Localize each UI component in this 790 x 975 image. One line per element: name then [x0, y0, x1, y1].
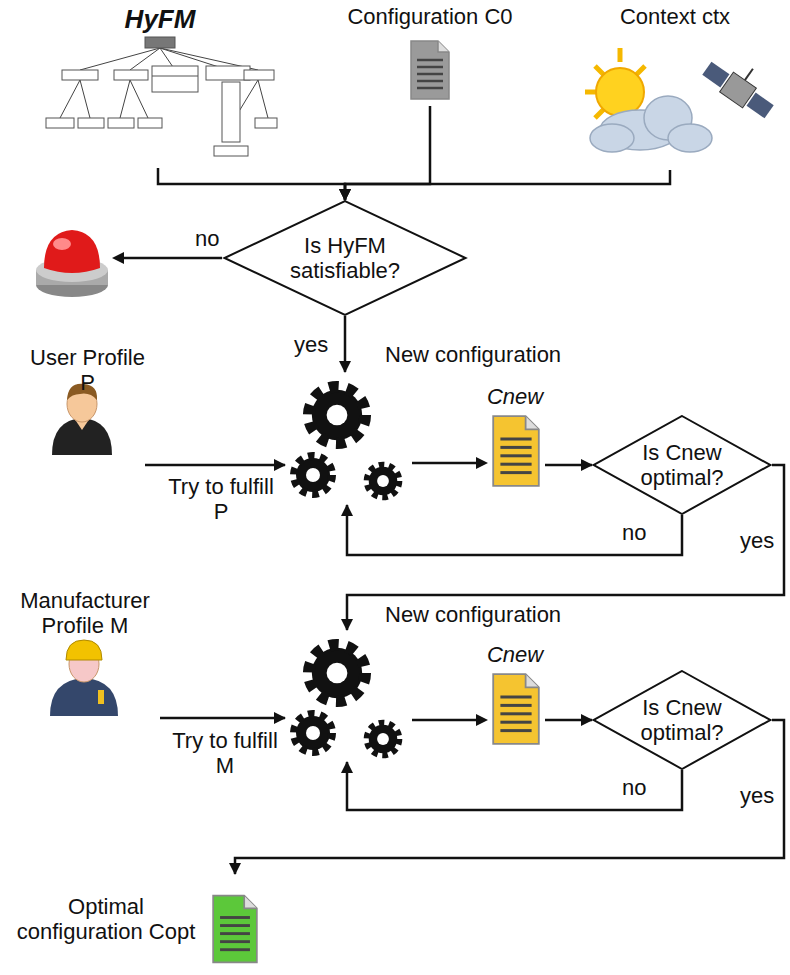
- node-text: New configuration: [385, 602, 561, 627]
- document-icon: [411, 41, 449, 99]
- flow-arrow: [347, 505, 682, 555]
- node-text: Configuration C0: [320, 4, 540, 29]
- flow-arrow: [158, 168, 345, 200]
- node-text: HyFM: [30, 4, 290, 34]
- edge-label: Try to fulfill P: [163, 474, 279, 524]
- node-text: Optimal configuration Copt: [5, 894, 207, 944]
- node-text: User Profile P: [30, 345, 145, 395]
- edge-label: no: [620, 775, 648, 800]
- node-text: Is HyFM satisfiable?: [280, 233, 410, 283]
- document-icon: [493, 674, 539, 744]
- decision-diamond: Is HyFM satisfiable?: [222, 200, 468, 316]
- feature-model-tree: [46, 37, 277, 156]
- flow-arrow: [145, 464, 285, 467]
- branch-label: no: [193, 226, 221, 251]
- flow-arrow: [344, 316, 347, 372]
- node-text: Manufacturer Profile M: [10, 588, 160, 638]
- edge-label: Try to fulfill M: [165, 728, 285, 778]
- node-text: New configuration: [385, 342, 561, 367]
- stop-arrow: [112, 252, 222, 264]
- arrow: [412, 462, 478, 465]
- manufacturer-icon: [50, 640, 118, 716]
- node-text: Cnew: [485, 642, 545, 667]
- arrow: [412, 719, 478, 722]
- document-icon: [213, 896, 257, 963]
- flow-arrow: [347, 762, 682, 810]
- decision-diamond: Is Cnew optimal?: [592, 670, 772, 770]
- result-box: Optimal configuration Copt: [5, 874, 263, 972]
- actor-box: Manufacturer Profile M: [10, 588, 160, 723]
- actor-box: User Profile P: [30, 345, 145, 470]
- process-box: New configurationCnew: [285, 372, 545, 505]
- gear: [294, 456, 332, 494]
- flow-arrow: [545, 464, 592, 467]
- flow-arrow: [345, 106, 430, 200]
- document-icon: [493, 416, 539, 486]
- document-box: Configuration C0: [320, 4, 540, 106]
- edge-label: no: [620, 520, 648, 545]
- node-text: Cnew: [485, 384, 545, 409]
- gear: [309, 387, 365, 443]
- illustration-box: HyFM: [30, 4, 290, 168]
- gear: [309, 645, 365, 701]
- flow-arrow: [545, 719, 592, 722]
- edge-label: yes: [738, 783, 776, 808]
- node-text: Context ctx: [565, 4, 785, 29]
- edge-label: yes: [292, 332, 330, 357]
- gear: [367, 723, 399, 755]
- context-box: Context ctx: [565, 4, 785, 170]
- flow-arrow: [160, 717, 285, 720]
- weather-satellite: [585, 47, 784, 152]
- stop-button: [36, 230, 108, 297]
- node-text: Is Cnew optimal?: [627, 440, 737, 490]
- process-box: New configurationCnew: [285, 630, 545, 762]
- gear: [294, 714, 332, 752]
- node-text: Is Cnew optimal?: [627, 695, 737, 745]
- decision-diamond: Is Cnew optimal?: [592, 415, 772, 515]
- gear: [367, 465, 399, 497]
- flow-arrow: [345, 170, 670, 200]
- edge-label: yes: [738, 528, 776, 553]
